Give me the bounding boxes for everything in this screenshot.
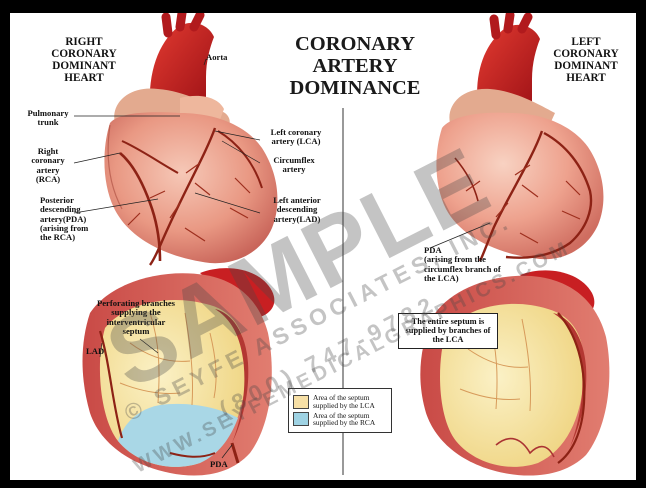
title-line-1: CORONARY (210, 33, 500, 55)
title-line-2: ARTERY (210, 55, 500, 77)
legend-text-lca: Area of the septum supplied by the LCA (313, 394, 387, 410)
diagram-title: CORONARY ARTERY DOMINANCE (210, 33, 500, 99)
left-heading-line-2: CORONARY (34, 48, 134, 60)
label-aorta: Aorta (206, 53, 227, 62)
right-heading: LEFT CORONARY DOMINANT HEART (536, 36, 636, 84)
right-heading-line-4: HEART (536, 72, 636, 84)
legend-item-lca: Area of the septum supplied by the LCA (293, 394, 387, 410)
label-circumflex-line-2: artery (264, 165, 324, 174)
title-line-3: DOMINANCE (210, 77, 500, 99)
legend-item-rca: Area of the septum supplied by the RCA (293, 412, 387, 428)
label-pulmonary-trunk: Pulmonary trunk (20, 109, 76, 128)
left-heading: RIGHT CORONARY DOMINANT HEART (34, 36, 134, 84)
label-pulmonary-trunk-line-2: trunk (20, 118, 76, 127)
right-heading-line-1: LEFT (536, 36, 636, 48)
left-heading-line-4: HEART (34, 72, 134, 84)
right-heading-line-3: DOMINANT (536, 60, 636, 72)
left-heading-line-3: DOMINANT (34, 60, 134, 72)
label-lca-line-2: artery (LCA) (258, 137, 334, 146)
left-heading-line-1: RIGHT (34, 36, 134, 48)
label-rca-line-4: (RCA) (20, 175, 76, 184)
label-rca: Right coronary artery (RCA) (20, 147, 76, 184)
label-lca: Left coronary artery (LCA) (258, 128, 334, 147)
label-lad: LAD (86, 347, 104, 356)
right-heading-line-2: CORONARY (536, 48, 636, 60)
label-circumflex: Circumflex artery (264, 156, 324, 175)
illustration-frame: CORONARY ARTERY DOMINANCE RIGHT CORONARY… (10, 13, 636, 480)
legend-swatch-rca (293, 412, 309, 426)
label-pda-rca: Posterior descending artery(PDA) (arisin… (40, 196, 88, 242)
label-pda-rca-line-5: the RCA) (40, 233, 88, 242)
legend-text-rca: Area of the septum supplied by the RCA (313, 412, 387, 428)
label-pda: PDA (210, 460, 228, 469)
